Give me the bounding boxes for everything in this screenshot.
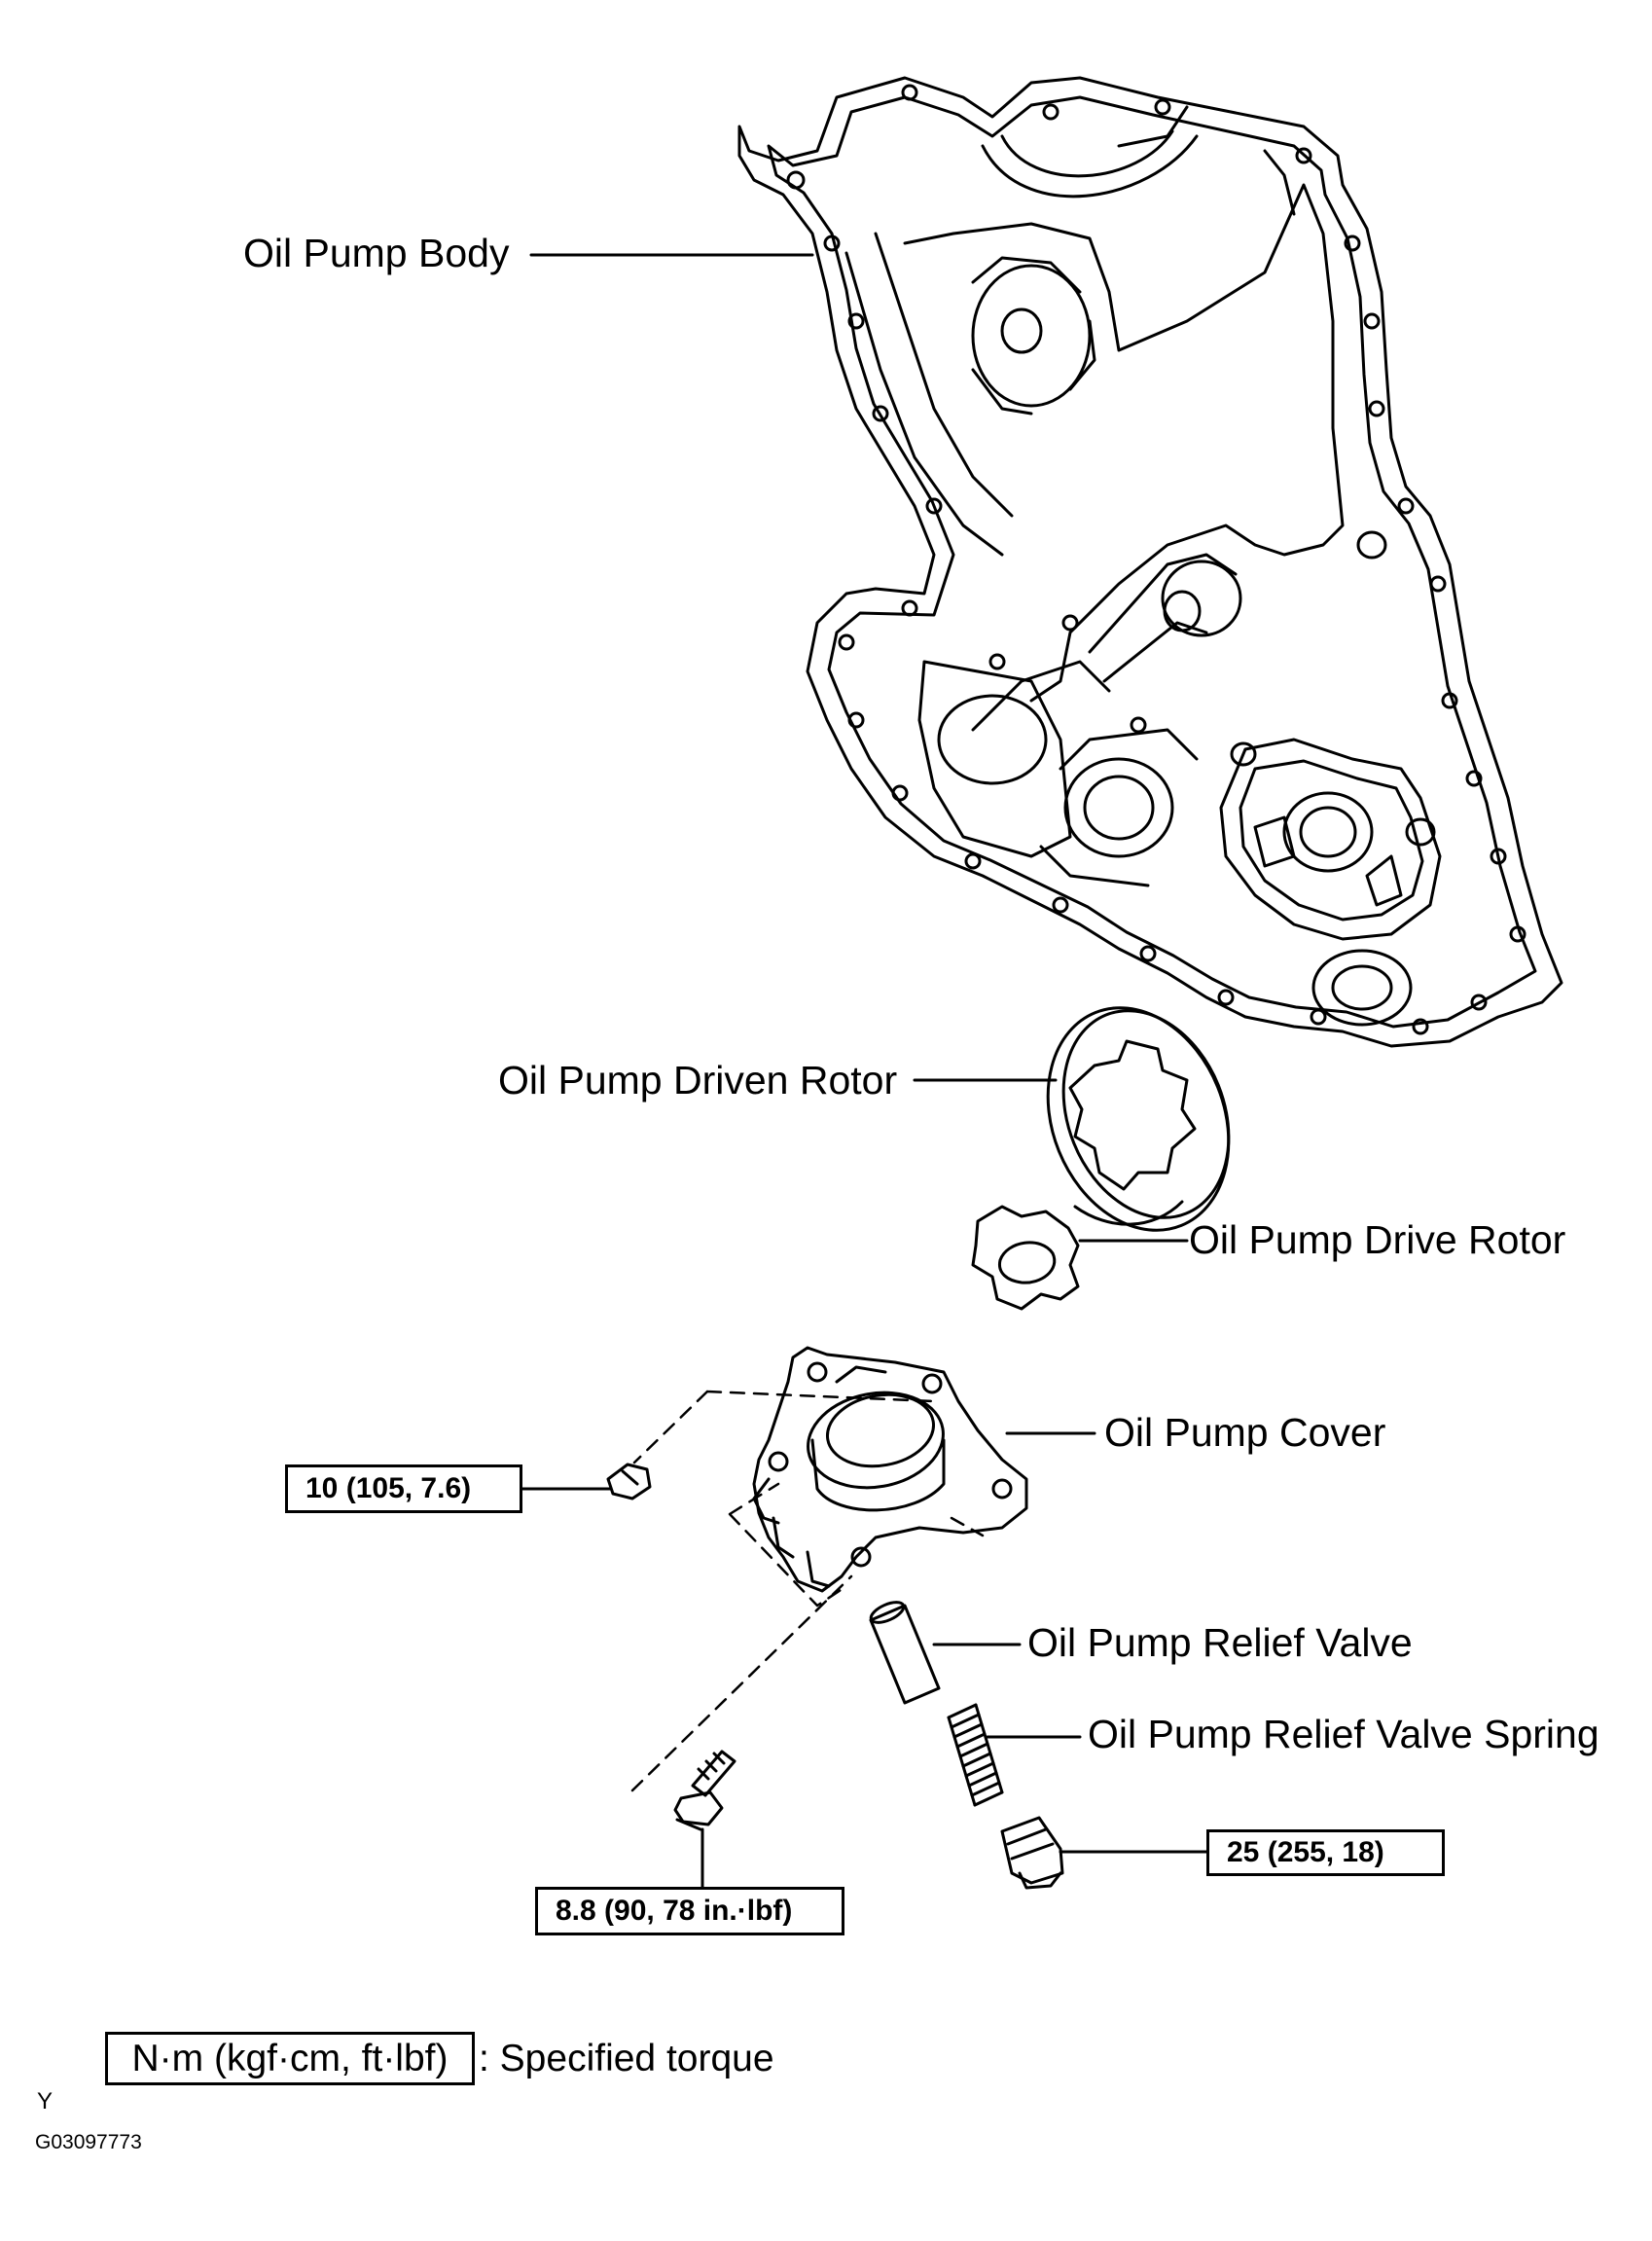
corner-mark: Y — [37, 2088, 54, 2114]
torque-box-relief-plug: 25 (255, 18) — [1206, 1829, 1445, 1876]
oil-pump-cover-drawing — [752, 1346, 1028, 1593]
relief-valve-spring-drawing — [947, 1703, 1004, 1807]
relief-plug-drawing — [1000, 1816, 1064, 1890]
flange-bolt-drawing — [673, 1750, 736, 1831]
label-oil-pump-relief-valve: Oil Pump Relief Valve — [1027, 1620, 1413, 1665]
dashed-alignment-lines — [630, 1390, 985, 1792]
label-oil-pump-body: Oil Pump Body — [243, 231, 510, 275]
cover-bolt-drawing — [606, 1463, 652, 1500]
figure-id: G03097773 — [35, 2131, 142, 2153]
label-oil-pump-relief-valve-spring: Oil Pump Relief Valve Spring — [1088, 1712, 1599, 1756]
label-oil-pump-drive-rotor: Oil Pump Drive Rotor — [1189, 1217, 1566, 1262]
oil-pump-drive-rotor-drawing — [971, 1205, 1080, 1311]
legend-torque-units-box: N·m (kgf·cm, ft·lbf) — [105, 2032, 475, 2085]
oil-pump-driven-rotor-drawing — [1046, 1006, 1231, 1232]
oil-pump-body-drawing — [737, 76, 1563, 1048]
torque-box-cover-bolt: 10 (105, 7.6) — [285, 1464, 522, 1513]
torque-box-flange-bolt: 8.8 (90, 78 in.·lbf) — [535, 1887, 844, 1935]
label-oil-pump-driven-rotor: Oil Pump Driven Rotor — [498, 1058, 898, 1102]
label-oil-pump-cover: Oil Pump Cover — [1104, 1410, 1386, 1455]
legend-specified-torque-text: : Specified torque — [479, 2038, 774, 2079]
relief-valve-drawing — [869, 1601, 941, 1705]
